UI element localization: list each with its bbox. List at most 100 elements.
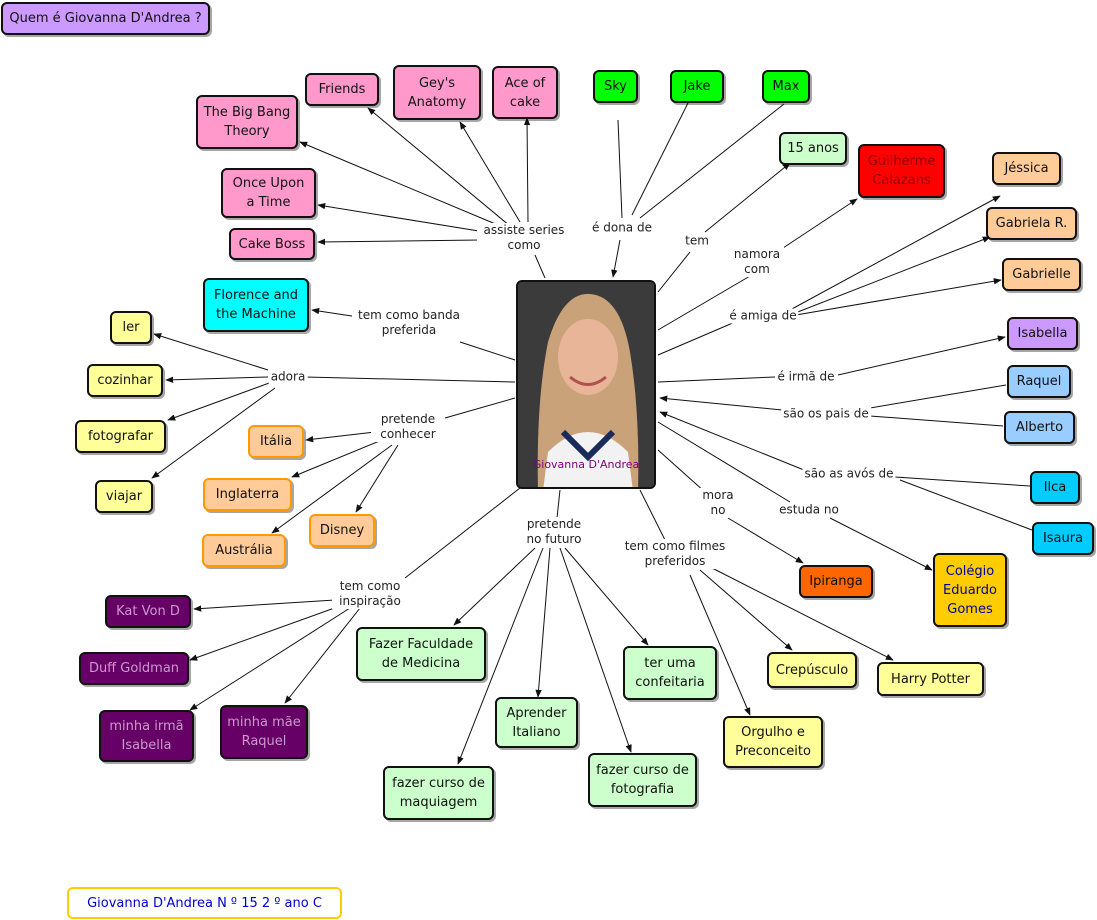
connector-line: [899, 479, 1033, 531]
connector-line: [789, 278, 1002, 317]
node-harry-potter: Harry Potter: [877, 662, 984, 696]
photo-caption: Giovanna D'Andrea: [532, 458, 640, 471]
connector-line: [789, 195, 1001, 311]
connector-line: [189, 607, 351, 711]
node-viajar: viajar: [95, 480, 153, 513]
link-label-namora-com: namora com: [730, 247, 784, 277]
node-isabella: Isabella: [1007, 317, 1078, 350]
connector-line: [699, 569, 793, 651]
link-label-e-dona-de: é dona de: [590, 220, 654, 236]
node-inglaterra: Inglaterra: [203, 478, 292, 511]
connector-line: [789, 236, 991, 316]
node-sky: Sky: [593, 70, 638, 103]
connector-line: [305, 431, 376, 443]
link-label-tem: tem: [683, 233, 711, 249]
node-jake: Jake: [670, 70, 724, 103]
link-label-adora: adora: [268, 369, 308, 385]
node-aprender-italiano: Aprender Italiano: [495, 697, 578, 748]
connector-line: [617, 119, 623, 219]
connector-line: [165, 376, 269, 383]
node-ipiranga: Ipiranga: [799, 565, 873, 598]
link-label-filmes-preferidos: tem como filmes preferidos: [618, 539, 732, 569]
node-kat-von-d: Kat Von D: [105, 595, 191, 628]
portrait-image: [518, 282, 654, 487]
link-label-sao-as-avos-de: são as avós de: [802, 466, 896, 482]
node-ler: ler: [110, 311, 152, 344]
node-cake-boss: Cake Boss: [229, 228, 315, 260]
center-photo: Giovanna D'Andrea: [516, 280, 656, 489]
connector-line: [659, 395, 783, 411]
connector-line: [829, 517, 933, 571]
node-greys-anatomy: Gey's Anatomy: [393, 65, 481, 120]
connector-line: [151, 387, 276, 479]
connector-line: [444, 397, 516, 419]
node-guilherme-calazans: Guilherme Calazans: [858, 144, 945, 198]
link-label-banda-preferida: tem como banda preferida: [352, 308, 466, 338]
connector-line: [639, 103, 785, 219]
link-label-pretende-conhecer: pretende conhecer: [371, 412, 445, 442]
link-label-e-irma-de: é irmã de: [775, 369, 837, 385]
node-crepusculo: Crepúsculo: [767, 652, 857, 688]
connector-line: [271, 444, 393, 534]
link-label-e-amiga-de: é amiga de: [727, 308, 799, 324]
connector-line: [631, 102, 689, 216]
node-gabrielle: Gabrielle: [1002, 258, 1081, 291]
node-italia: Itália: [248, 425, 304, 458]
connector-line: [657, 421, 791, 503]
connector-line: [657, 251, 691, 293]
node-fotografar: fotografar: [75, 420, 166, 453]
connector-line: [869, 384, 1007, 409]
connector-line: [189, 605, 341, 661]
connector-line: [534, 254, 546, 279]
connector-line: [367, 107, 511, 227]
link-label-estuda-no: estuda no: [777, 502, 841, 518]
node-minha-irma-isabella: minha irmã Isabella: [99, 710, 194, 762]
node-colegio-eduardo-gomes: Colégio Eduardo Gomes: [933, 553, 1007, 627]
connector-line: [639, 489, 666, 541]
link-label-pretende-no-futuro: pretende no futuro: [521, 517, 587, 547]
connector-line: [291, 439, 383, 478]
node-jessica: Jéssica: [992, 152, 1061, 185]
connector-line: [657, 321, 736, 356]
link-label-assiste-series: assiste series como: [477, 223, 571, 253]
map-title: Quem é Giovanna D'Andrea ?: [1, 2, 210, 35]
node-florence-and-the-machine: Florence and the Machine: [203, 278, 309, 332]
node-ter-uma-confeitaria: ter uma confeitaria: [623, 646, 717, 700]
node-duff-goldman: Duff Goldman: [79, 652, 189, 685]
node-15-anos: 15 anos: [779, 132, 847, 165]
author-footer: Giovanna D'Andrea N º 15 2 º ano C: [67, 887, 342, 919]
node-australia: Austrália: [202, 534, 286, 567]
connector-line: [459, 121, 521, 223]
connector-line: [556, 489, 561, 519]
connector-line: [535, 547, 551, 698]
connector-line: [779, 198, 858, 251]
connector-line: [167, 381, 273, 421]
connector-line: [869, 415, 1004, 427]
connector-line: [689, 574, 751, 716]
connector-line: [404, 487, 521, 579]
connector-line: [564, 547, 649, 646]
connector-line: [559, 547, 632, 753]
connector-line: [657, 376, 776, 383]
connector-line: [317, 202, 486, 233]
connector-line: [459, 341, 516, 361]
connector-line: [659, 411, 805, 471]
node-the-big-bang-theory: The Big Bang Theory: [196, 95, 298, 149]
connector-line: [727, 517, 804, 564]
connector-line: [453, 547, 536, 626]
connector-line: [704, 162, 791, 233]
connector-line: [894, 476, 1031, 487]
node-friends: Friends: [305, 73, 379, 106]
node-isaura: Isaura: [1032, 522, 1094, 555]
connector-line: [317, 238, 481, 246]
connector-line: [611, 239, 621, 278]
node-cozinhar: cozinhar: [87, 364, 163, 397]
connector-line: [355, 444, 399, 513]
node-curso-maquiagem: fazer curso de maquiagem: [383, 766, 494, 820]
link-label-mora-no: mora no: [696, 488, 740, 518]
connector-line: [153, 333, 269, 371]
connector-line: [304, 376, 516, 383]
node-orgulho-e-preconceito: Orgulho e Preconceito: [723, 716, 823, 768]
link-label-sao-os-pais-de: são os pais de: [781, 406, 871, 422]
